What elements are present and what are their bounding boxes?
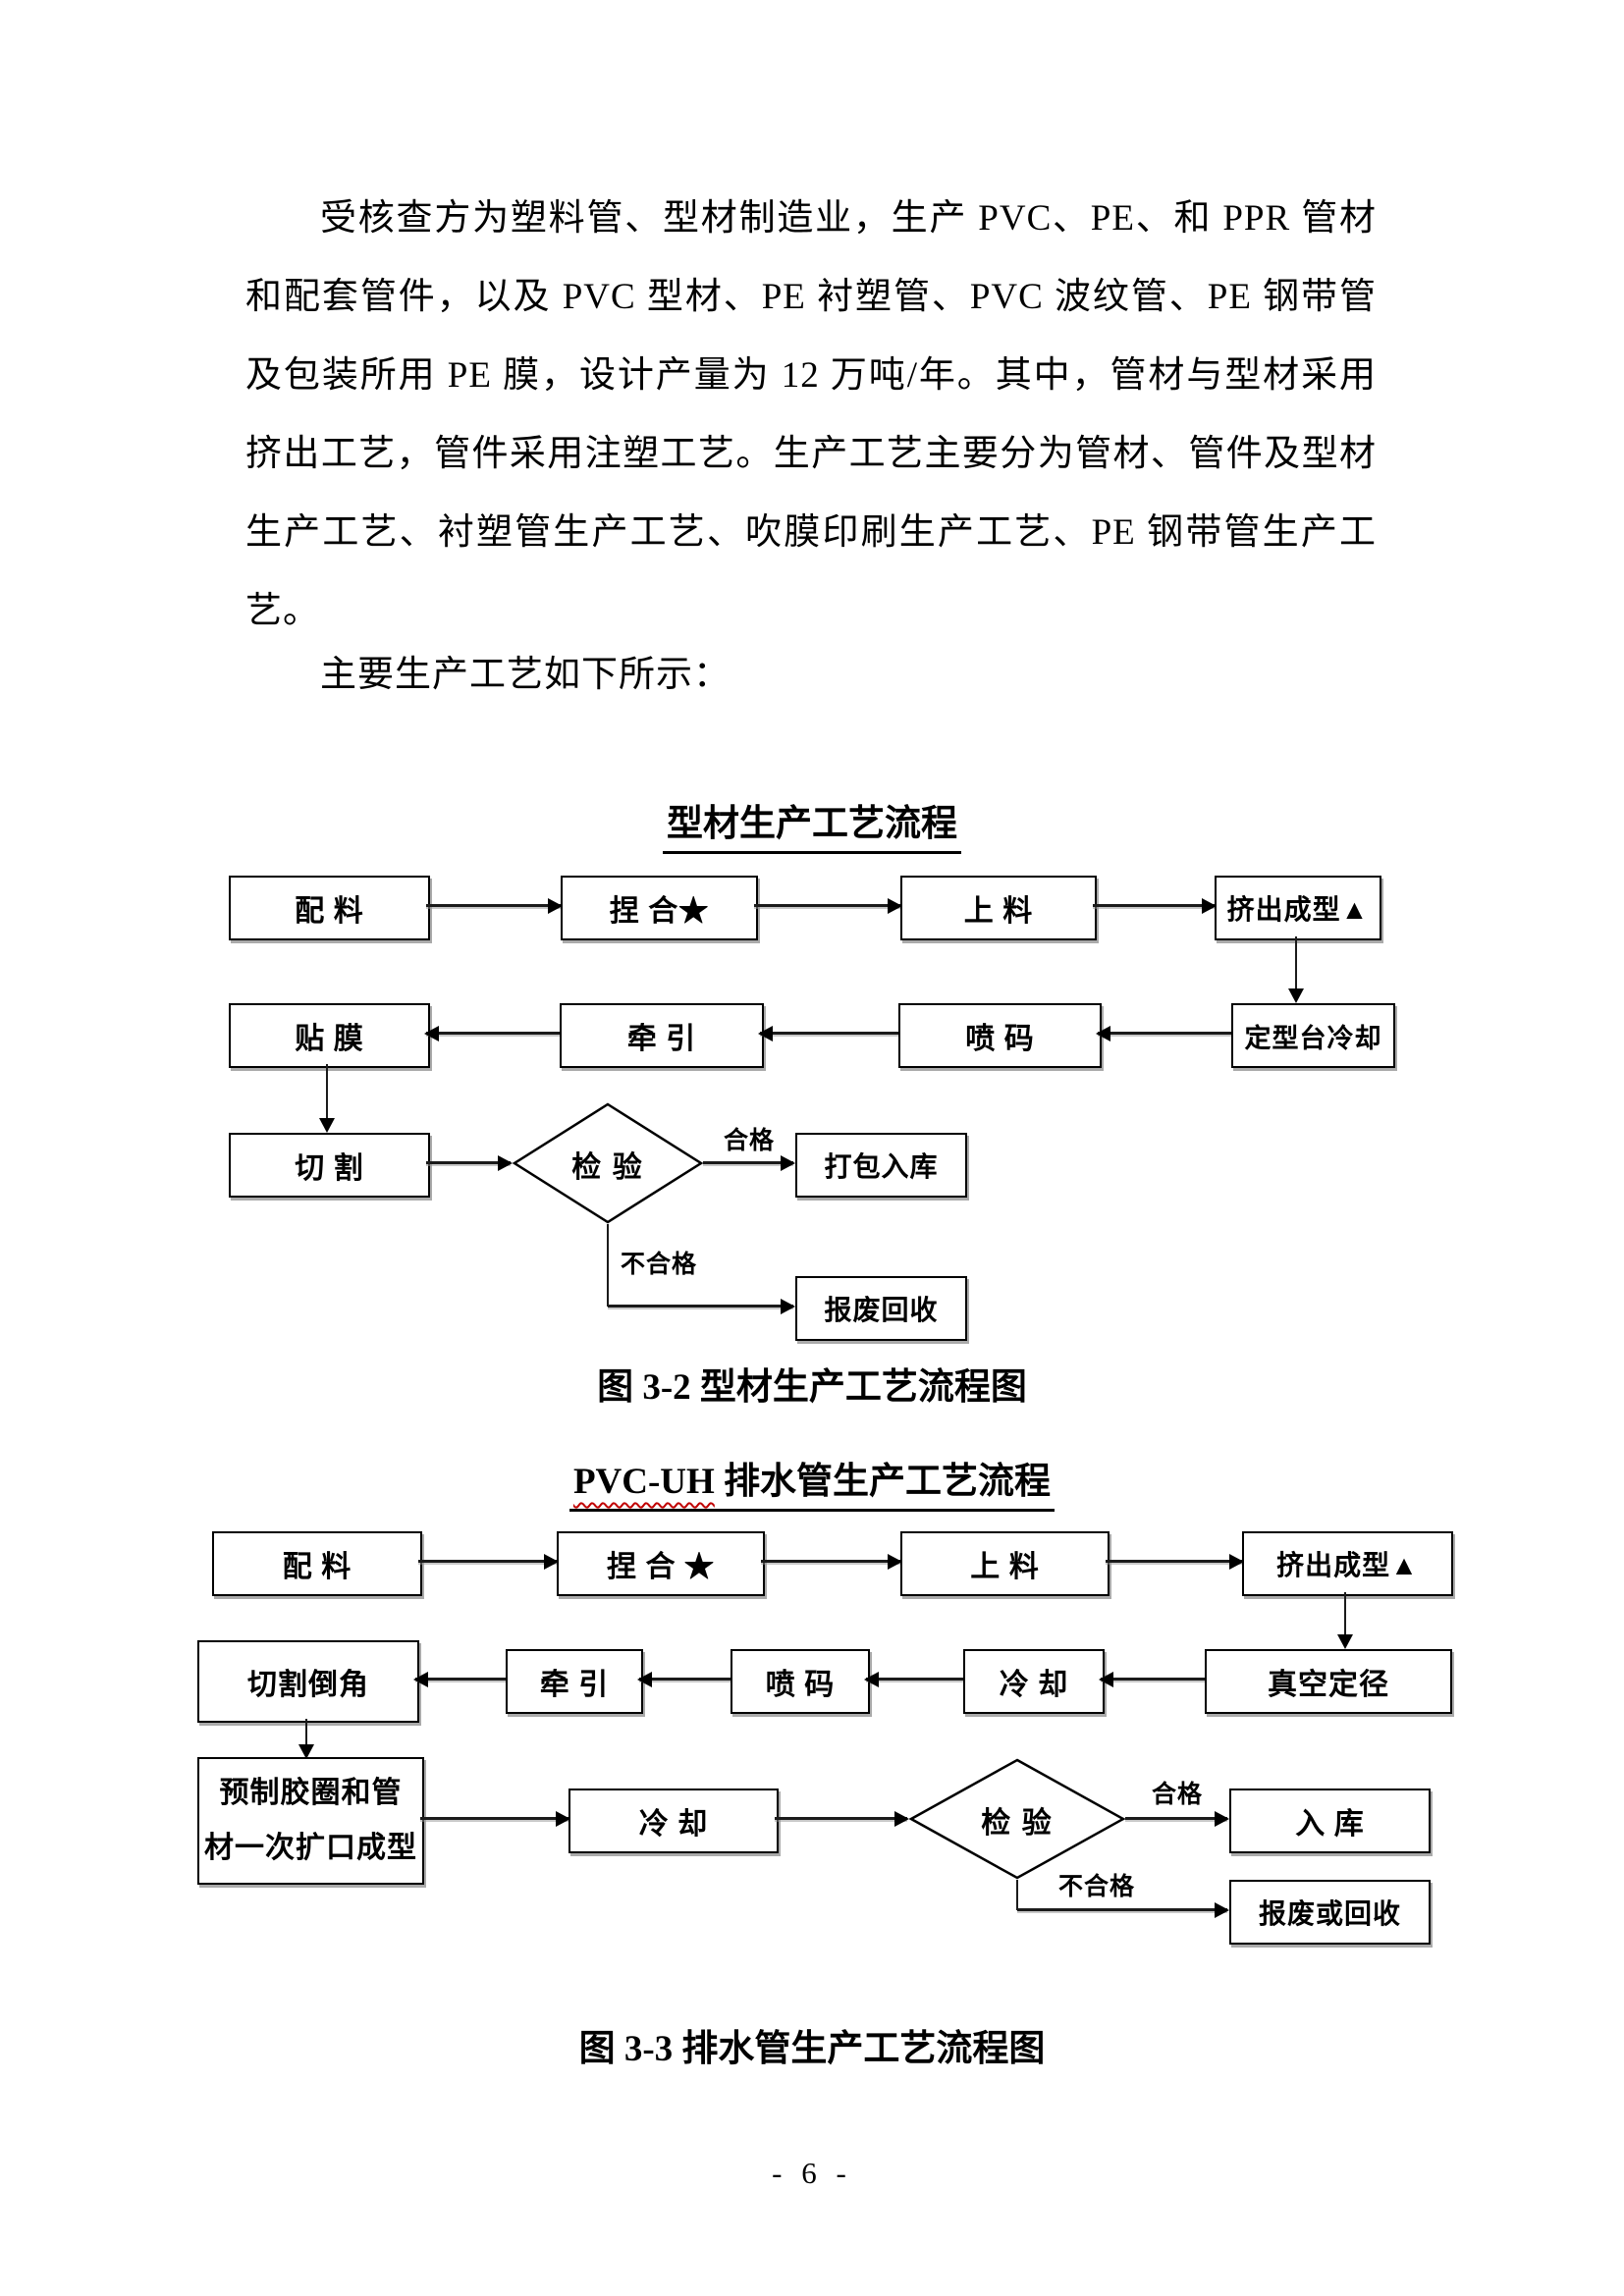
flow-node-inspection: 检 验 — [981, 1807, 1054, 1840]
flow-node-scrap: 报废回收 — [795, 1276, 967, 1341]
flow-arrow — [426, 1161, 511, 1164]
flow-arrow — [1101, 1678, 1205, 1681]
flow-node-inkjet: 喷 码 — [731, 1649, 870, 1714]
flow-node-preformed-socket: 预制胶圈和管 材一次扩口成型 — [197, 1757, 424, 1885]
flow-arrow — [1125, 1817, 1227, 1820]
body-paragraph: 受核查方为塑料管、型材制造业，生产 PVC、PE、和 PPR 管材 和配套管件，… — [245, 180, 1377, 651]
flow-node-inspection: 检 验 — [571, 1151, 644, 1184]
flow-arrow — [761, 1560, 900, 1563]
flow-node-extrusion: 挤出成型▲ — [1215, 876, 1381, 940]
flow-arrow — [775, 1817, 907, 1820]
edge-label-fail: 不合格 — [621, 1252, 698, 1278]
flow-node-cut-chamfer: 切割倒角 — [197, 1640, 419, 1723]
paragraph-line: 和配套管件，以及 PVC 型材、PE 衬塑管、PVC 波纹管、PE 钢带管 — [245, 277, 1377, 317]
flow-node-film: 贴 膜 — [229, 1003, 430, 1068]
flow-node-cooling-table: 定型台冷却 — [1231, 1003, 1395, 1068]
flow-node-kneading: 捏 合 ★ — [557, 1531, 765, 1596]
edge-label-pass: 合格 — [1151, 1782, 1203, 1808]
flow-arrow — [1093, 904, 1215, 907]
flow-arrow — [418, 1560, 557, 1563]
flow-arrow — [866, 1678, 963, 1681]
flow-node-feeding: 上 料 — [900, 1531, 1110, 1596]
flow-arrow — [305, 1719, 307, 1757]
flow-node-inkjet: 喷 码 — [898, 1003, 1102, 1068]
flow-node-packing: 打包入库 — [795, 1133, 967, 1198]
decision-diamond — [513, 1102, 703, 1224]
flow-arrow — [1344, 1592, 1346, 1647]
flow-node-cutting: 切 割 — [229, 1133, 430, 1198]
paragraph-line: 受核查方为塑料管、型材制造业，生产 PVC、PE、和 PPR 管材 — [320, 198, 1377, 239]
flow-arrow — [760, 1032, 898, 1035]
figure-3-3-title: PVC-UH 排水管生产工艺流程 — [0, 1451, 1624, 1512]
paragraph-line: 及包装所用 PE 膜，设计产量为 12 万吨/年。其中，管材与型材采用 — [245, 355, 1377, 396]
flow-node-batching: 配 料 — [212, 1531, 422, 1596]
flow-arrow — [426, 1032, 560, 1035]
flow-line — [1016, 1880, 1018, 1910]
flow-arrow — [415, 1678, 506, 1681]
flow-node-cooling: 冷 却 — [963, 1649, 1105, 1714]
node-text-line: 预制胶圈和管 — [219, 1777, 403, 1809]
flow-node-vacuum-sizing: 真空定径 — [1205, 1649, 1452, 1714]
figure-3-2-caption: 图 3-2 型材生产工艺流程图 — [597, 1367, 1027, 1408]
flow-node-batching: 配 料 — [229, 876, 430, 940]
spellcheck-underline: PVC-UH — [572, 1462, 715, 1502]
flow-node-traction: 牵 引 — [560, 1003, 764, 1068]
flow-node-traction: 牵 引 — [506, 1649, 643, 1714]
figure-3-2-title: 型材生产工艺流程 — [0, 793, 1624, 854]
flow-arrow — [426, 904, 561, 907]
paragraph-line: 挤出工艺，管件采用注塑工艺。生产工艺主要分为管材、管件及型材 — [245, 434, 1377, 474]
flow-arrow — [608, 1305, 793, 1308]
body-paragraph: 主要生产工艺如下所示： — [320, 655, 731, 695]
flow-node-warehouse: 入 库 — [1229, 1789, 1431, 1853]
figure-3-3-caption: 图 3-3 排水管生产工艺流程图 — [578, 2029, 1046, 2069]
edge-label-fail: 不合格 — [1058, 1874, 1136, 1900]
flow-node-feeding: 上 料 — [900, 876, 1097, 940]
flow-arrow — [754, 904, 900, 907]
flow-arrow — [1017, 1908, 1227, 1911]
figure-3-2-title-text: 型材生产工艺流程 — [663, 793, 961, 854]
decision-diamond — [909, 1758, 1125, 1880]
node-text-line: 材一次扩口成型 — [204, 1832, 417, 1864]
flow-arrow — [1106, 1560, 1242, 1563]
figure-3-3-title-cjk: 排水管生产工艺流程 — [714, 1462, 1052, 1502]
paragraph-line: 生产工艺、衬塑管生产工艺、吹膜印刷生产工艺、PE 钢带管生产工 — [245, 512, 1377, 553]
figure-3-3-title-text: PVC-UH 排水管生产工艺流程 — [568, 1451, 1056, 1512]
page-number: - 6 - — [772, 2156, 852, 2190]
flow-arrow — [326, 1064, 328, 1131]
flow-arrow — [1295, 936, 1297, 1001]
flow-arrow — [703, 1161, 793, 1164]
paragraph-line: 艺。 — [245, 591, 320, 631]
flow-arrow — [639, 1678, 731, 1681]
flow-node-extrusion: 挤出成型▲ — [1242, 1531, 1453, 1596]
flow-node-scrap-or-recycle: 报废或回收 — [1229, 1880, 1431, 1945]
flow-arrow — [1098, 1032, 1231, 1035]
flow-arrow — [420, 1817, 568, 1820]
flow-node-kneading: 捏 合★ — [561, 876, 758, 940]
edge-label-pass: 合格 — [723, 1128, 775, 1154]
flow-node-cooling-2: 冷 却 — [568, 1789, 779, 1853]
flow-line — [607, 1224, 609, 1307]
